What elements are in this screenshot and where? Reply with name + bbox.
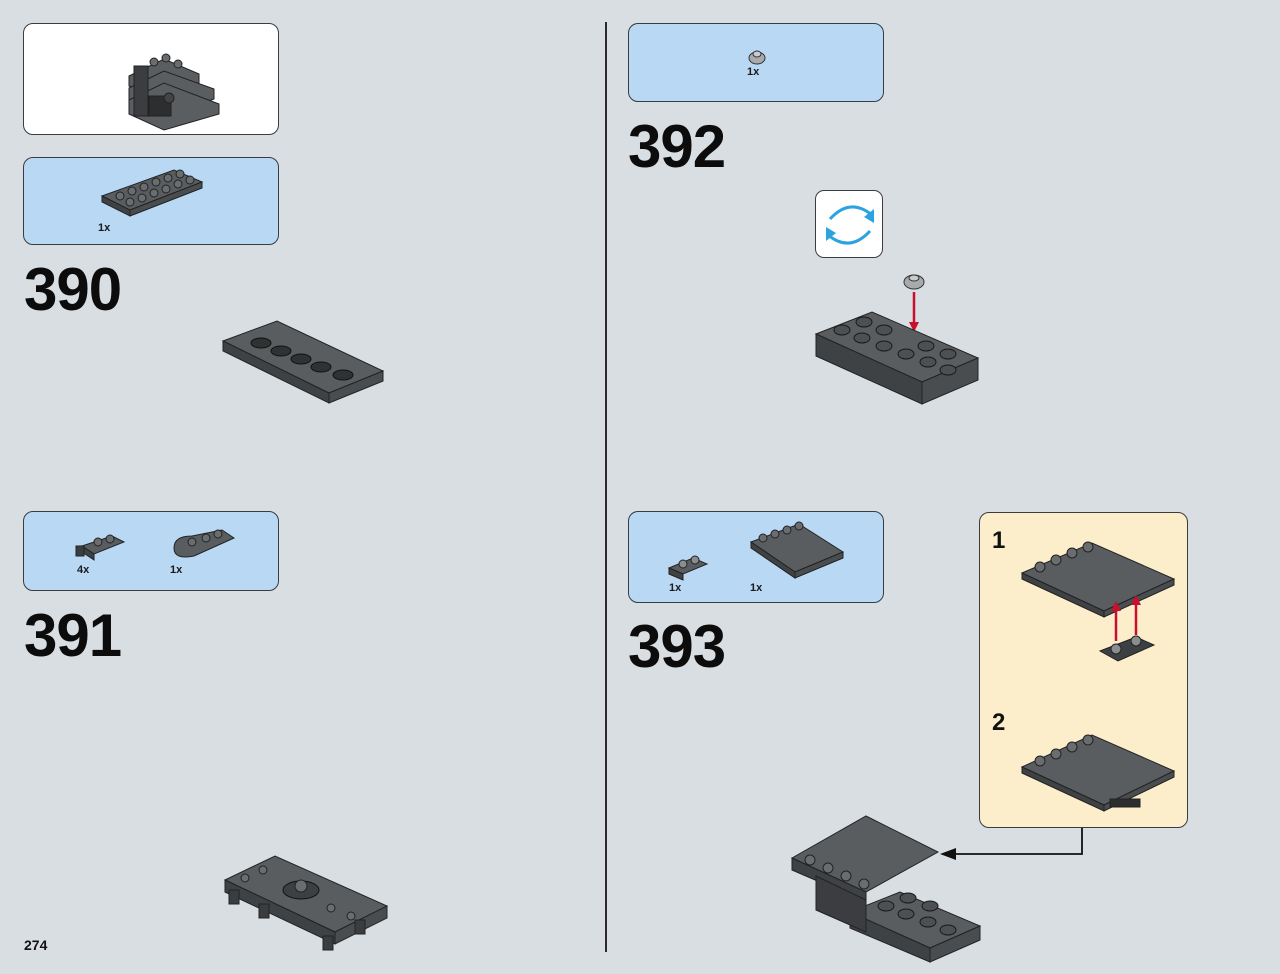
step-392-model-icon bbox=[814, 274, 980, 405]
page-divider bbox=[605, 22, 607, 952]
step-393-parts-panel: 1x 1x bbox=[628, 511, 884, 603]
part-qty: 1x bbox=[170, 564, 183, 576]
substep-number-1: 1 bbox=[992, 527, 1006, 554]
substep-panel: 1 2 bbox=[979, 512, 1188, 828]
part-qty: 1x bbox=[750, 582, 763, 594]
part-qty: 1x bbox=[747, 66, 760, 78]
step-391-parts-panel: 4x 1x bbox=[23, 511, 279, 591]
step-number-391: 391 bbox=[24, 602, 122, 669]
step-393-model-icon bbox=[790, 815, 982, 963]
step-number-392: 392 bbox=[628, 113, 726, 180]
round-plate-light-gray-icon bbox=[748, 50, 766, 65]
step-390-parts-panel: 1x bbox=[23, 157, 279, 245]
step-number-393: 393 bbox=[628, 613, 726, 680]
plate-2x6-dark-gray-icon bbox=[100, 169, 204, 217]
part-qty: 1x bbox=[669, 582, 682, 594]
substep-1-assembly-icon bbox=[1020, 541, 1176, 662]
stacked-assembly-icon bbox=[128, 53, 220, 131]
substep-number-2: 2 bbox=[992, 709, 1006, 736]
plate-clip-1x2-dark-gray-icon bbox=[75, 534, 126, 561]
plate-round-end-dark-gray-icon bbox=[173, 529, 236, 558]
step-391-model-icon bbox=[223, 855, 389, 951]
step-number-390: 390 bbox=[24, 256, 122, 323]
rotate-model-icon bbox=[815, 190, 883, 258]
substep-2-assembly-icon bbox=[1020, 734, 1176, 812]
insert-arrow-icon bbox=[940, 828, 1083, 860]
plate-1x2-jumper-dark-gray-icon bbox=[667, 555, 709, 581]
part-qty: 4x bbox=[77, 564, 90, 576]
tile-4x4-studs-dark-gray-icon bbox=[749, 521, 845, 579]
step-392-parts-panel: 1x bbox=[628, 23, 884, 102]
part-qty: 1x bbox=[98, 222, 111, 234]
page-number: 274 bbox=[24, 937, 48, 953]
previous-assembly-preview bbox=[23, 23, 279, 135]
step-390-model-plate-icon bbox=[221, 320, 385, 404]
